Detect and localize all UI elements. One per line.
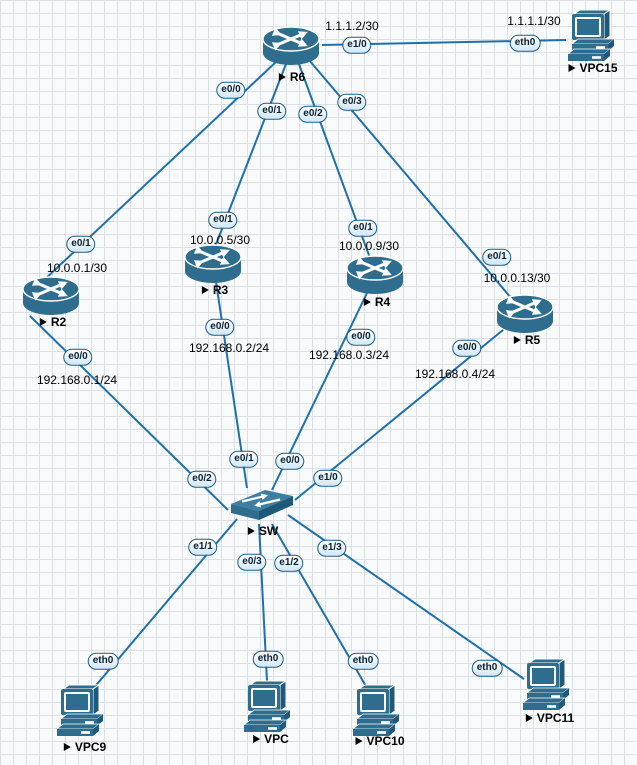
port-label-vpc11-eth0[interactable]: eth0	[471, 659, 503, 677]
node-sw[interactable]	[229, 487, 295, 523]
node-r2[interactable]	[21, 275, 81, 317]
port-label-r6-e0-0[interactable]: e0/0	[216, 81, 246, 99]
node-name-text: R4	[374, 295, 391, 309]
port-label-r6-e0-1[interactable]: e0/1	[257, 102, 287, 120]
play-icon	[253, 735, 261, 743]
router-icon	[21, 276, 81, 321]
port-label-sw-e1-0[interactable]: e1/0	[313, 469, 343, 487]
node-label-vpc15[interactable]: VPC15	[568, 61, 618, 75]
router-icon	[261, 26, 321, 71]
node-name-text: SW	[258, 524, 279, 538]
pc-icon	[55, 684, 107, 742]
port-label-sw-e1-3[interactable]: e1/3	[317, 539, 347, 557]
node-name-text: VPC15	[579, 61, 618, 75]
node-name-text: R5	[524, 333, 541, 347]
port-label-vpc10-eth0[interactable]: eth0	[347, 652, 379, 670]
node-label-vpc11[interactable]: VPC11	[525, 711, 575, 725]
ip-label-10-0-0-5-30[interactable]: 10.0.0.5/30	[189, 233, 251, 247]
node-r3[interactable]	[183, 243, 243, 285]
play-icon	[355, 737, 363, 745]
node-label-r2[interactable]: R2	[39, 315, 67, 329]
node-label-sw[interactable]: SW	[247, 524, 279, 538]
node-label-vpc9[interactable]: VPC9	[63, 740, 107, 754]
play-icon	[39, 318, 47, 326]
play-icon	[247, 527, 255, 535]
node-r6[interactable]	[261, 25, 321, 67]
router-icon	[345, 255, 405, 300]
port-label-r6-e0-3[interactable]: e0/3	[337, 93, 367, 111]
ip-label-192-168-0-4-24[interactable]: 192.168.0.4/24	[414, 367, 496, 381]
port-label-r4-e0-1[interactable]: e0/1	[348, 219, 378, 237]
ip-label-192-168-0-1-24[interactable]: 192.168.0.1/24	[36, 373, 118, 387]
port-label-sw-e0-1[interactable]: e0/1	[229, 450, 259, 468]
play-icon	[201, 286, 209, 294]
node-vpc10[interactable]	[351, 684, 403, 738]
router-icon	[183, 244, 243, 289]
node-vpc9[interactable]	[55, 684, 107, 738]
node-name-text: VPC11	[536, 711, 575, 725]
node-name-text: VPC	[264, 732, 289, 746]
port-label-r5-e0-0[interactable]: e0/0	[452, 339, 482, 357]
switch-icon	[229, 490, 295, 527]
pc-icon	[242, 680, 294, 738]
port-label-r2-e0-1[interactable]: e0/1	[66, 235, 96, 253]
pc-icon	[566, 9, 618, 67]
pc-icon	[521, 658, 573, 716]
port-label-vpc-eth0[interactable]: eth0	[252, 650, 284, 668]
node-r5[interactable]	[495, 293, 555, 335]
port-label-sw-e0-0[interactable]: e0/0	[275, 452, 305, 470]
ip-label-10-0-0-1-30[interactable]: 10.0.0.1/30	[46, 261, 108, 275]
play-icon	[568, 64, 576, 72]
node-label-vpc10[interactable]: VPC10	[355, 734, 405, 748]
node-label-r5[interactable]: R5	[513, 333, 541, 347]
ip-label-192-168-0-2-24[interactable]: 192.168.0.2/24	[188, 341, 270, 355]
node-name-text: VPC10	[366, 734, 405, 748]
port-label-sw-e0-2[interactable]: e0/2	[187, 470, 217, 488]
play-icon	[63, 743, 71, 751]
node-vpc[interactable]	[242, 680, 294, 734]
node-vpc15[interactable]	[566, 9, 618, 63]
ip-label-10-0-0-13-30[interactable]: 10.0.0.13/30	[483, 271, 551, 285]
ip-label-1-1-1-1-30[interactable]: 1.1.1.1/30	[507, 14, 561, 28]
play-icon	[278, 73, 286, 81]
node-vpc11[interactable]	[521, 658, 573, 712]
ip-label-192-168-0-3-24[interactable]: 192.168.0.3/24	[308, 348, 390, 362]
node-name-text: R3	[212, 283, 229, 297]
port-label-r6-e0-2[interactable]: e0/2	[298, 105, 328, 123]
node-label-r4[interactable]: R4	[363, 295, 391, 309]
node-label-r3[interactable]: R3	[201, 283, 229, 297]
ip-label-10-0-0-9-30[interactable]: 10.0.0.9/30	[338, 239, 400, 253]
port-label-r5-e0-1[interactable]: e0/1	[482, 248, 512, 266]
node-r4[interactable]	[345, 254, 405, 296]
port-label-sw-e1-2[interactable]: e1/2	[274, 554, 304, 572]
port-label-sw-e0-3[interactable]: e0/3	[237, 553, 267, 571]
port-label-r6-e1-0[interactable]: e1/0	[342, 36, 372, 54]
pc-icon	[351, 684, 403, 742]
play-icon	[363, 298, 371, 306]
play-icon	[525, 714, 533, 722]
port-label-r4-e0-0[interactable]: e0/0	[346, 328, 376, 346]
port-label-r3-e0-1[interactable]: e0/1	[208, 211, 238, 229]
node-label-vpc[interactable]: VPC	[253, 733, 289, 745]
port-label-vpc9-eth0[interactable]: eth0	[87, 652, 119, 670]
node-name-text: R2	[50, 315, 67, 329]
node-name-text: VPC9	[74, 740, 107, 754]
port-label-sw-e1-1[interactable]: e1/1	[188, 538, 218, 556]
node-label-r6[interactable]: R6	[278, 70, 306, 84]
play-icon	[513, 336, 521, 344]
port-label-r2-e0-0[interactable]: e0/0	[63, 348, 93, 366]
ip-label-1-1-1-2-30[interactable]: 1.1.1.2/30	[325, 19, 379, 33]
node-name-text: R6	[289, 70, 306, 84]
port-label-r3-e0-0[interactable]: e0/0	[205, 318, 235, 336]
port-label-vpc15-eth0[interactable]: eth0	[509, 34, 541, 52]
router-icon	[495, 294, 555, 339]
